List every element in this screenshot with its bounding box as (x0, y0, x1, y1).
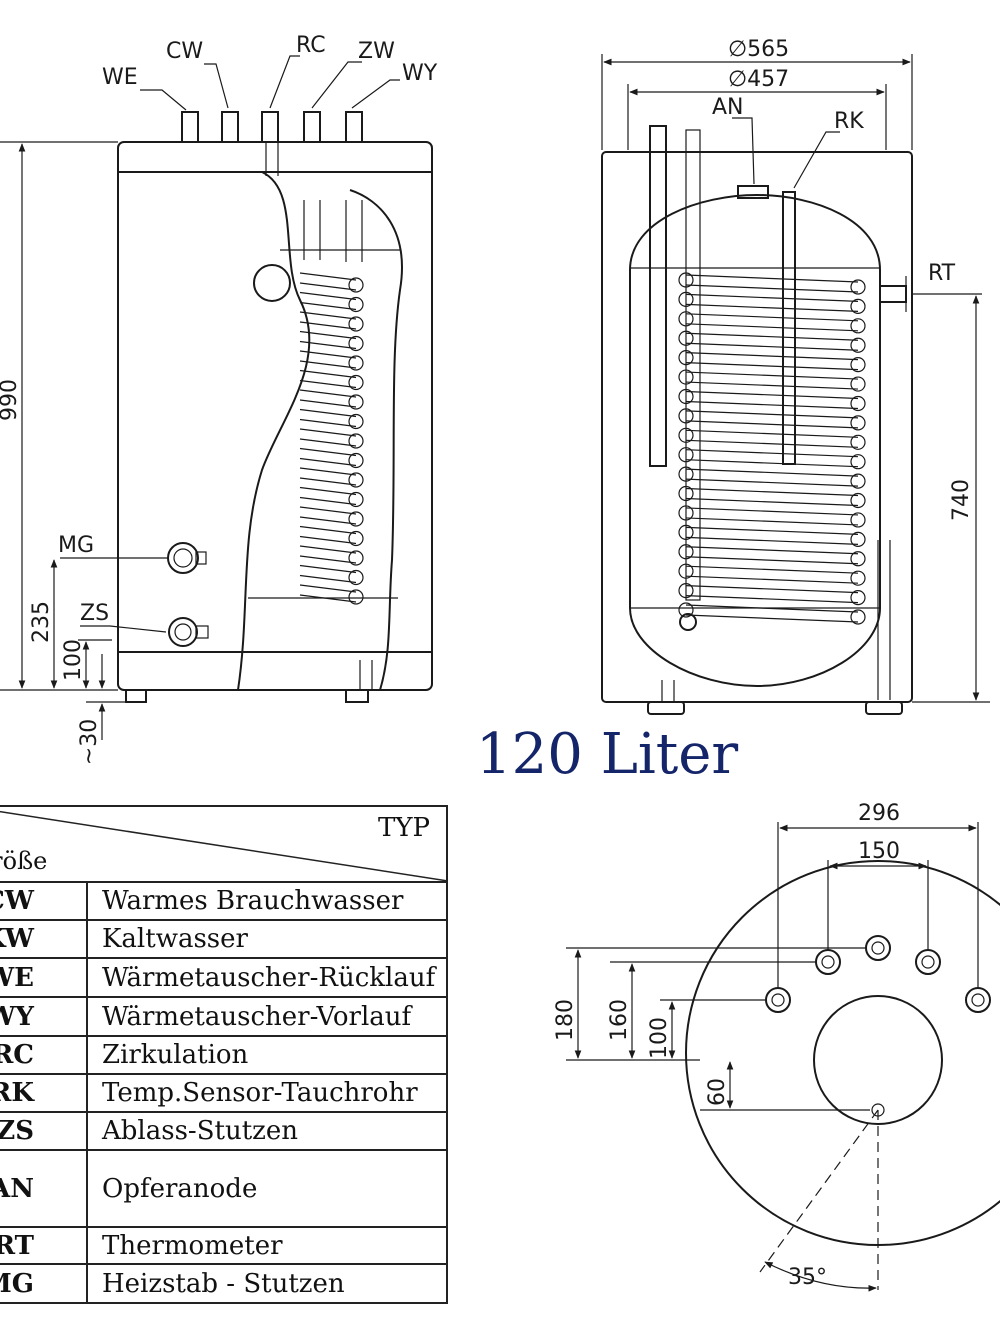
dim-inner-diameter: ∅457 (728, 67, 789, 92)
inspection-opening (253, 264, 291, 302)
table-header: TYP Größe (0, 805, 448, 883)
label-mg: MG (58, 533, 94, 558)
table-row: RT Thermometer (0, 1228, 448, 1265)
dim-180: 180 (553, 999, 578, 1041)
row-description: Warmes Brauchwasser (102, 886, 404, 916)
dim-outer-diameter: ∅565 (728, 37, 789, 62)
label-rt: RT (928, 261, 956, 286)
mg-fitting (167, 542, 207, 574)
row-description: Kaltwasser (102, 924, 248, 954)
cutaway-edge (237, 171, 311, 691)
label-wy: WY (402, 61, 438, 86)
row-code: CW (0, 883, 88, 919)
dim-zs: 100 (61, 639, 86, 681)
row-description: Ablass-Stutzen (102, 1116, 298, 1146)
label-zs: ZS (80, 601, 109, 626)
row-code: RK (0, 1075, 88, 1111)
foot (647, 701, 685, 715)
table-row: WE Wärmetauscher-Rücklauf (0, 959, 448, 998)
header-size: Größe (0, 847, 48, 875)
volume-title: 120 Liter (476, 722, 739, 787)
side-view: WE CW RC ZW WY MG ZS 990 235 100 ~30 (0, 33, 438, 765)
row-description: Wärmetauscher-Vorlauf (102, 1001, 412, 1032)
dim-angle: 35° (788, 1265, 827, 1290)
inner-vessel (629, 193, 881, 688)
row-code: MG (0, 1265, 88, 1302)
legend-table: TYP Größe CW Warmes BrauchwasserKW Kaltwas… (0, 805, 448, 1304)
row-description: Temp.Sensor-Tauchrohr (102, 1078, 418, 1108)
label-an: AN (712, 95, 744, 120)
cold-water-pipe (649, 125, 667, 467)
dim-feet: ~30 (77, 719, 102, 765)
row-code: KW (0, 921, 88, 957)
outer-shell (601, 151, 913, 703)
top-connections (181, 111, 363, 143)
row-code: ZS (0, 1113, 88, 1149)
foot (865, 701, 903, 715)
table-row: CW Warmes Brauchwasser (0, 883, 448, 921)
table-row: RK Temp.Sensor-Tauchrohr (0, 1075, 448, 1113)
row-code: RT (0, 1228, 88, 1263)
tank-body (117, 141, 433, 691)
row-code: RC (0, 1037, 88, 1073)
foot (125, 689, 147, 703)
dim-height: 990 (0, 379, 22, 421)
anode-fitting (737, 185, 769, 199)
row-description: Heizstab - Stutzen (102, 1268, 345, 1299)
table-row: WY Wärmetauscher-Vorlauf (0, 998, 448, 1037)
table-row: KW Kaltwasser (0, 921, 448, 959)
heat-exchanger-coil (678, 272, 866, 625)
label-cw: CW (166, 39, 203, 64)
table-row: RC Zirkulation (0, 1037, 448, 1075)
dim-60: 60 (705, 1078, 730, 1106)
top-outline (685, 860, 1000, 1246)
label-rc: RC (296, 33, 326, 58)
dim-150: 150 (858, 839, 900, 864)
heat-exchanger-coil (299, 272, 364, 605)
table-row: MG Heizstab - Stutzen (0, 1265, 448, 1304)
label-we: WE (102, 65, 138, 90)
row-description: Wärmetauscher-Rücklauf (102, 962, 436, 993)
dim-100: 100 (647, 1017, 672, 1059)
thermometer-fitting (879, 285, 907, 303)
top-inner-lid (813, 995, 943, 1125)
top-view: 296 150 180 160 100 60 35° (553, 801, 1000, 1292)
header-type: TYP (378, 813, 430, 843)
row-code: AN (0, 1151, 88, 1226)
row-description: Zirkulation (102, 1040, 249, 1070)
row-code: WY (0, 998, 88, 1035)
label-rk: RK (834, 109, 864, 134)
row-description: Opferanode (102, 1173, 258, 1204)
table-row: ZS Ablass-Stutzen (0, 1113, 448, 1151)
row-code: WE (0, 959, 88, 996)
dim-160: 160 (607, 999, 632, 1041)
dim-rt-height: 740 (949, 479, 974, 521)
zs-fitting (168, 617, 209, 647)
dim-mg: 235 (29, 601, 54, 643)
foot (345, 689, 369, 703)
label-zw: ZW (358, 39, 395, 64)
row-description: Thermometer (102, 1230, 283, 1261)
section-view: ∅565 ∅457 AN RK RT 740 (601, 37, 990, 715)
dim-296: 296 (858, 801, 900, 826)
table-row: AN Opferanode (0, 1151, 448, 1228)
